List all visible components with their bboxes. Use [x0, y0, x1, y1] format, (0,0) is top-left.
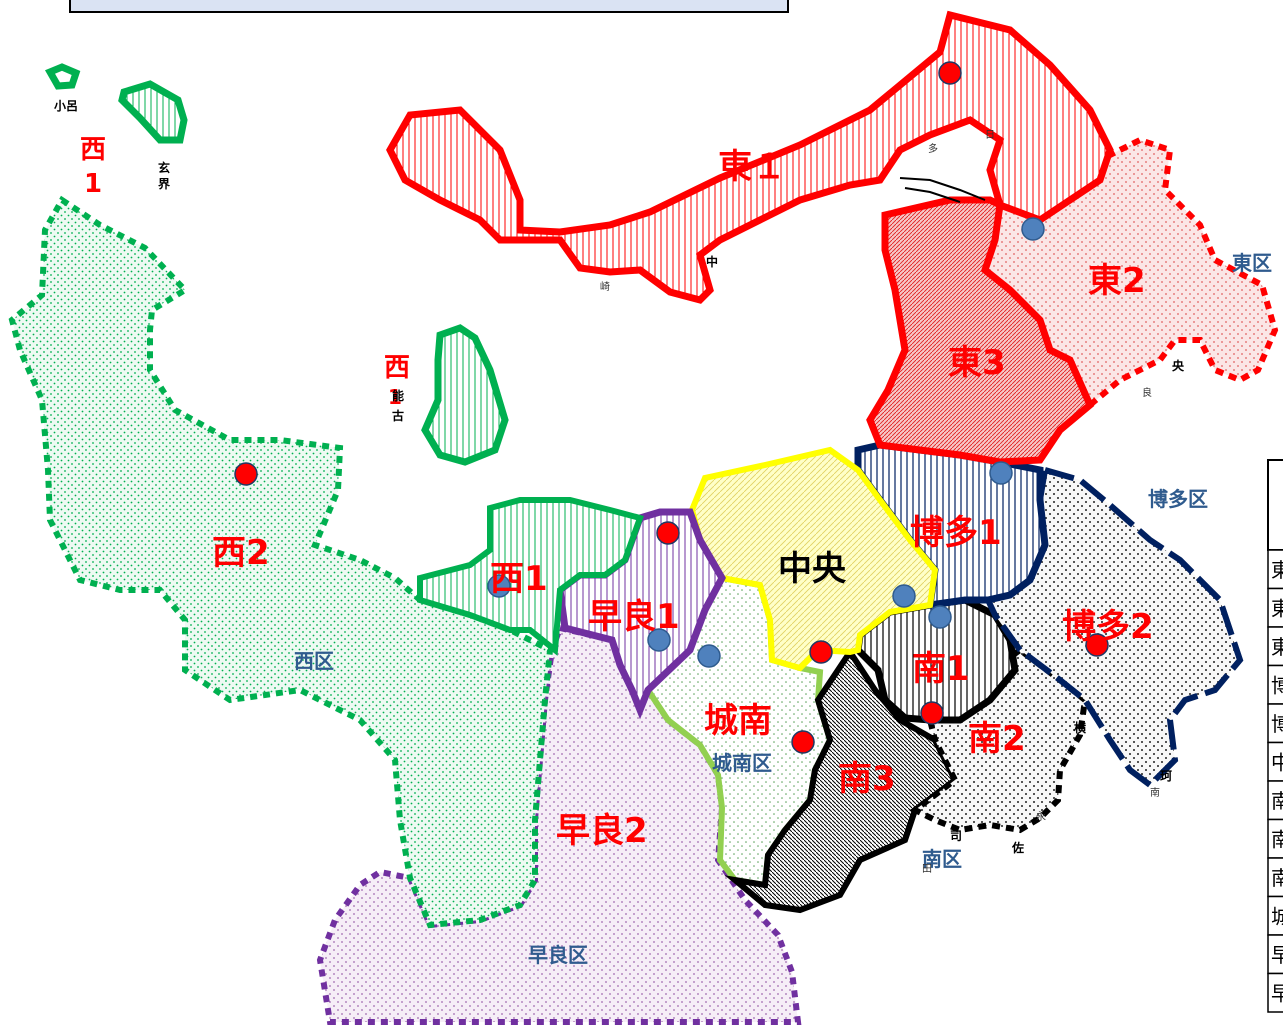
label-minami2: 南2	[968, 719, 1026, 759]
table-row-label: 博	[1271, 712, 1283, 736]
place-genkai-1: 玄	[158, 160, 170, 175]
table-header-cell	[1267, 459, 1283, 551]
place-ta: 田	[922, 864, 932, 875]
place-maru: 珂	[1160, 769, 1172, 783]
island-kogoro	[44, 63, 81, 90]
table-row-label: 早	[1271, 943, 1283, 967]
red-dot	[938, 61, 962, 85]
ward-sawara: 早良区	[528, 943, 588, 967]
table-row-label: 南	[1271, 789, 1283, 813]
label-sawara1: 早良1	[588, 597, 680, 637]
label-nishi1: 西1	[490, 559, 548, 599]
label-hakata1: 博多1	[910, 513, 1002, 553]
place-ei: 永	[1036, 810, 1046, 823]
label-sawara2: 早良2	[556, 811, 648, 851]
red-dot	[1085, 633, 1109, 657]
place-saki: 崎	[600, 280, 610, 293]
table-row-label: 中	[1271, 751, 1283, 775]
place-kogoro: 小呂	[54, 98, 78, 113]
blue-dots	[487, 217, 1045, 668]
island-noko	[421, 324, 509, 466]
place-genkai-2: 界	[158, 176, 170, 191]
place-shi: 司	[950, 829, 962, 843]
red-dot	[920, 701, 944, 725]
label-minami3: 南3	[838, 759, 896, 799]
harbor-lines	[899, 177, 986, 203]
red-dot	[234, 462, 258, 486]
zone-chuo	[688, 446, 939, 672]
place-naka: 中	[706, 254, 718, 269]
place-sa: 佐	[1011, 840, 1024, 855]
zone-higashi1	[386, 10, 1114, 304]
label-nishi1-noko-num: 1	[388, 385, 402, 409]
table-row-label: 城	[1271, 905, 1283, 929]
red-dot	[809, 640, 833, 664]
label-nishi1-islands: 西	[80, 135, 106, 165]
table-row-label: 南	[1271, 866, 1283, 890]
blue-dot	[487, 574, 511, 598]
ward-minami: 南区	[922, 847, 962, 871]
table-row-label: 早	[1271, 982, 1283, 1006]
label-nishi2: 西2	[212, 533, 270, 573]
zone-minami3	[724, 646, 959, 914]
island-genkai	[118, 80, 188, 144]
ward-nishi: 西区	[294, 649, 334, 673]
place-ha: 日	[985, 130, 995, 141]
ward-hakata: 博多区	[1148, 487, 1208, 511]
label-higashi3: 東3	[948, 343, 1006, 383]
table-row-label: 東	[1271, 597, 1283, 621]
red-dot	[791, 730, 815, 754]
red-dot	[656, 521, 680, 545]
blue-dot	[928, 605, 952, 629]
place-ou: 央	[1172, 358, 1185, 373]
label-higashi2: 東2	[1088, 261, 1146, 301]
zone-nishi1	[417, 497, 644, 656]
label-nishi1-islands-num: 1	[84, 169, 102, 199]
label-higashi1: 東１	[718, 147, 786, 187]
zone-nishi2	[8, 195, 554, 929]
ward-higashi: 東区	[1232, 251, 1272, 275]
label-jonan: 城南	[704, 701, 772, 741]
red-dots	[234, 61, 1109, 754]
label-hakata2: 博多2	[1062, 607, 1154, 647]
blue-dot	[647, 628, 671, 652]
label-minami1: 南1	[912, 649, 970, 689]
place-noko-2: 古	[392, 408, 404, 423]
place-ryo: 良	[1142, 386, 1152, 399]
blue-dot	[697, 644, 721, 668]
table-row-label: 南	[1271, 828, 1283, 852]
place-minami-small: 南	[1150, 786, 1160, 799]
ward-jonan: 城南区	[712, 751, 772, 775]
place-noko-1: 能	[392, 388, 404, 403]
zone-higashi3	[866, 196, 1095, 466]
blue-dot	[892, 584, 916, 608]
table-row-label: 東	[1271, 635, 1283, 659]
place-tata: 多	[928, 142, 938, 155]
header-box	[69, 0, 789, 13]
blue-dot	[1021, 217, 1045, 241]
label-chuo: 中央	[778, 549, 847, 589]
table-row	[1267, 972, 1283, 1013]
table-row-label: 東	[1271, 558, 1283, 582]
blue-dot	[989, 461, 1013, 485]
place-yoko: 横	[1074, 720, 1087, 735]
label-nishi1-noko: 西	[384, 353, 410, 383]
table-row-label: 博	[1271, 674, 1283, 698]
